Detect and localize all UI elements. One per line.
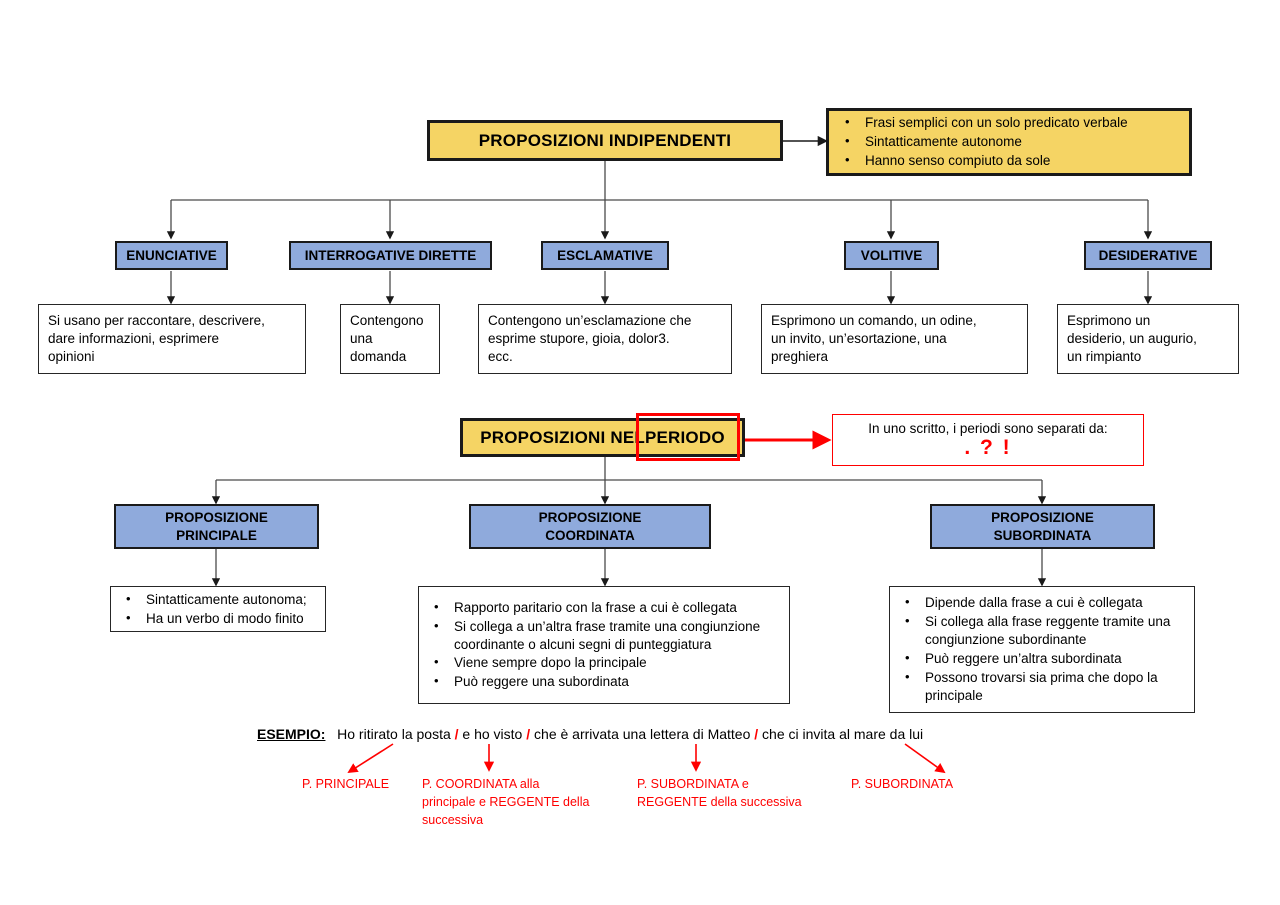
period-type-coordinata-label-2: COORDINATA	[545, 527, 635, 543]
description-line: Esprimono un comando, un odine,	[771, 313, 977, 329]
example-separator: /	[454, 726, 459, 742]
heading-periodo-label-highlight: PERIODO	[644, 427, 725, 447]
example-separator: /	[754, 726, 759, 742]
example-separator: /	[526, 726, 531, 742]
heading-proposizioni-indipendenti[interactable]: PROPOSIZIONI INDIPENDENTI	[427, 120, 783, 161]
period-bullet-item: Sintatticamente autonoma;	[120, 590, 316, 609]
period-type-principale[interactable]: PROPOSIZIONE PRINCIPALE	[114, 504, 319, 549]
annotation-line: REGGENTE della successiva	[637, 794, 802, 809]
annotation-line: P. SUBORDINATA	[851, 777, 954, 791]
period-type-principale-label-2: PRINCIPALE	[176, 527, 257, 543]
description-line: Esprimono un	[1067, 313, 1151, 329]
example-sentence: ESEMPIO: Ho ritirato la posta / e ho vis…	[257, 726, 923, 742]
period-type-coordinata-label-1: PROPOSIZIONE	[538, 509, 642, 525]
period-bullets-principale-list: Sintatticamente autonoma; Ha un verbo di…	[120, 590, 316, 629]
description-line: esprime stupore, gioia, dolor3.	[488, 331, 670, 347]
example-segment: Ho ritirato la posta	[337, 726, 451, 742]
period-bullets-coordinata-list: Rapporto paritario con la frase a cui è …	[428, 598, 780, 693]
period-bullet-item: Viene sempre dopo la principale	[428, 653, 780, 672]
description-line: Contengono un’esclamazione che	[488, 313, 692, 329]
period-bullet-item: Può reggere un’altra subordinata	[899, 649, 1185, 668]
description-line: preghiera	[771, 348, 829, 364]
description-interrogative-dirette: Contengono una domanda	[340, 304, 440, 374]
category-enunciative[interactable]: ENUNCIATIVE	[115, 241, 228, 270]
description-line: Contengono	[350, 313, 424, 329]
heading-proposizioni-indipendenti-label: PROPOSIZIONI INDIPENDENTI	[478, 130, 732, 150]
description-line: desiderio, un augurio,	[1067, 331, 1197, 347]
description-line: dare informazioni, esprimere	[48, 331, 220, 347]
example-segment: e ho visto	[462, 726, 523, 742]
period-type-subordinata-label-2: SUBORDINATA	[993, 527, 1092, 543]
annotation-line: P. SUBORDINATA e	[637, 777, 749, 791]
period-bullet-item: Si collega a un’altra frase tramite una …	[428, 617, 780, 654]
independent-note-item: Hanno senso compiuto da sole	[839, 151, 1179, 170]
description-line: opinioni	[48, 348, 95, 364]
example-annotation-principale: P. PRINCIPALE	[302, 776, 442, 794]
description-line: ecc.	[488, 348, 513, 364]
period-bullets-coordinata: Rapporto paritario con la frase a cui è …	[418, 586, 790, 704]
description-line: domanda	[350, 348, 407, 364]
independent-notes-list: Frasi semplici con un solo predicato ver…	[839, 113, 1179, 171]
period-bullet-item: Ha un verbo di modo finito	[120, 609, 316, 628]
description-esclamative: Contengono un’esclamazione che esprime s…	[478, 304, 732, 374]
category-esclamative[interactable]: ESCLAMATIVE	[541, 241, 669, 270]
period-bullets-principale: Sintatticamente autonoma; Ha un verbo di…	[110, 586, 326, 632]
independent-notes-box: Frasi semplici con un solo predicato ver…	[826, 108, 1192, 176]
heading-proposizioni-nel-periodo[interactable]: PROPOSIZIONI NEL PERIODO	[460, 418, 745, 457]
description-line: Si usano per raccontare, descrivere,	[48, 313, 265, 329]
period-bullets-subordinata-list: Dipende dalla frase a cui è collegata Si…	[899, 593, 1185, 706]
example-annotation-coordinata: P. COORDINATA alla principale e REGGENTE…	[422, 776, 622, 829]
independent-note-item: Sintatticamente autonome	[839, 132, 1179, 151]
description-line: un rimpianto	[1067, 348, 1142, 364]
independent-note-item: Frasi semplici con un solo predicato ver…	[839, 113, 1179, 132]
category-volitive[interactable]: VOLITIVE	[844, 241, 939, 270]
example-segment: che ci invita al mare da lui	[762, 726, 924, 742]
period-bullet-item: Può reggere una subordinata	[428, 672, 780, 691]
description-desiderative: Esprimono un desiderio, un augurio, un r…	[1057, 304, 1239, 374]
annotation-line: successiva	[422, 812, 484, 827]
period-bullet-item: Rapporto paritario con la frase a cui è …	[428, 598, 780, 617]
period-separators-marks: . ? !	[964, 435, 1012, 459]
period-bullet-item: Si collega alla frase reggente tramite u…	[899, 612, 1185, 649]
description-line: una	[350, 331, 373, 347]
period-bullet-item: Possono trovarsi sia prima che dopo la p…	[899, 668, 1185, 705]
description-volitive: Esprimono un comando, un odine, un invit…	[761, 304, 1028, 374]
category-interrogative-dirette[interactable]: INTERROGATIVE DIRETTE	[289, 241, 492, 270]
periodo-red-highlight	[636, 413, 740, 461]
example-annotation-subordinata-reggente: P. SUBORDINATA e REGGENTE della successi…	[637, 776, 837, 812]
period-separators-line: In uno scritto, i periodi sono separati …	[868, 420, 1108, 436]
annotation-line: P. PRINCIPALE	[302, 777, 390, 791]
period-type-principale-label-1: PROPOSIZIONE	[165, 509, 268, 525]
period-bullet-item: Dipende dalla frase a cui è collegata	[899, 593, 1185, 612]
category-volitive-label: VOLITIVE	[860, 247, 923, 263]
description-line: un invito, un’esortazione, una	[771, 331, 947, 347]
category-interrogative-dirette-label: INTERROGATIVE DIRETTE	[304, 247, 477, 263]
annotation-line: P. COORDINATA alla	[422, 777, 540, 791]
period-type-subordinata-label-1: PROPOSIZIONE	[991, 509, 1094, 525]
example-annotation-subordinata: P. SUBORDINATA	[851, 776, 1011, 794]
example-label: ESEMPIO:	[257, 726, 326, 742]
heading-periodo-label-prefix: PROPOSIZIONI NEL	[480, 427, 645, 447]
description-enunciative: Si usano per raccontare, descrivere, dar…	[38, 304, 306, 374]
category-desiderative-label: DESIDERATIVE	[1098, 247, 1198, 263]
period-type-coordinata[interactable]: PROPOSIZIONE COORDINATA	[469, 504, 711, 549]
category-desiderative[interactable]: DESIDERATIVE	[1084, 241, 1212, 270]
period-type-subordinata[interactable]: PROPOSIZIONE SUBORDINATA	[930, 504, 1155, 549]
period-separators-note: In uno scritto, i periodi sono separati …	[832, 414, 1144, 466]
category-enunciative-label: ENUNCIATIVE	[126, 247, 217, 263]
annotation-line: principale e REGGENTE della	[422, 794, 590, 809]
example-segment: che è arrivata una lettera di Matteo	[534, 726, 751, 742]
period-bullets-subordinata: Dipende dalla frase a cui è collegata Si…	[889, 586, 1195, 713]
category-esclamative-label: ESCLAMATIVE	[557, 247, 653, 263]
